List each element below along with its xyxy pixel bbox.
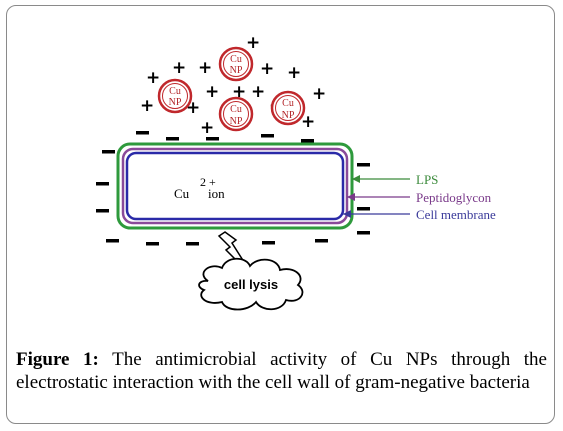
lps-callout: LPS — [352, 172, 438, 187]
cell-lysis-label: cell lysis — [224, 277, 278, 292]
plus-sign: + — [172, 58, 186, 78]
minus-sign — [261, 134, 274, 138]
np-label-bottom: NP — [230, 65, 243, 76]
arrow-head-icon — [352, 175, 360, 183]
minus-sign — [357, 163, 370, 167]
minus-sign — [357, 207, 370, 211]
plus-sign: + — [312, 84, 326, 104]
np-label-top: Cu — [230, 54, 242, 65]
minus-sign — [146, 242, 159, 246]
minus-sign — [301, 139, 314, 143]
np-label-bottom: NP — [282, 110, 295, 121]
minus-sign — [102, 150, 115, 154]
ion-charge: 2 + — [200, 175, 216, 189]
np-label-top: Cu — [282, 98, 294, 109]
caption-text: The antimicrobial activity of Cu NPs thr… — [16, 349, 547, 393]
figure-caption: Figure 1: The antimicrobial activity of … — [16, 348, 547, 394]
negative-charges — [96, 131, 370, 246]
np-label-bottom: NP — [169, 97, 182, 108]
minus-sign — [96, 209, 109, 213]
cell-membrane — [125, 151, 345, 221]
cu-nanoparticle: Cu NP — [270, 90, 306, 126]
figure-number: Figure 1: — [16, 349, 99, 370]
peptidoglycon-label: Peptidoglycon — [416, 190, 492, 205]
minus-sign — [136, 131, 149, 135]
cell-lysis-cloud: cell lysis — [198, 257, 304, 311]
outer-membrane-lps — [116, 142, 354, 230]
minus-sign — [186, 242, 199, 246]
minus-sign — [357, 231, 370, 235]
plus-sign: + — [246, 33, 260, 53]
cu-ion-label: 2 + Cu ion — [174, 175, 225, 201]
lps-label: LPS — [416, 172, 438, 187]
plus-sign: + — [140, 96, 154, 116]
plus-sign: + — [260, 59, 274, 79]
plus-sign: + — [287, 63, 301, 83]
cloud-icon — [198, 257, 304, 311]
cu-nanoparticle: Cu NP — [218, 96, 254, 132]
membrane-label: Cell membrane — [416, 207, 496, 222]
bacterial-cell — [116, 142, 354, 230]
np-label-bottom: NP — [230, 116, 243, 127]
ion-word: ion — [208, 186, 225, 201]
arrow-head-icon — [347, 193, 355, 201]
minus-sign — [315, 239, 328, 243]
minus-sign — [166, 137, 179, 141]
plus-sign: + — [198, 58, 212, 78]
cu-nanoparticle: Cu NP — [218, 46, 254, 82]
minus-sign — [106, 239, 119, 243]
np-label-top: Cu — [230, 104, 242, 115]
plus-sign: + — [301, 112, 315, 132]
peptidoglycon-callout: Peptidoglycon — [347, 190, 492, 205]
arrow-head-icon — [343, 210, 351, 218]
cu-nanoparticle: Cu NP — [157, 78, 193, 114]
plus-sign: + — [251, 82, 265, 102]
minus-sign — [96, 182, 109, 186]
plus-sign: + — [200, 118, 214, 138]
peptidoglycan-layer — [121, 147, 349, 225]
plus-sign: + — [146, 68, 160, 88]
figure-frame — [6, 5, 555, 424]
minus-sign — [206, 137, 219, 141]
membrane-callout: Cell membrane — [343, 207, 496, 222]
minus-sign — [262, 241, 275, 245]
np-label-top: Cu — [169, 86, 181, 97]
plus-sign: + — [205, 82, 219, 102]
ion-element: Cu — [174, 186, 190, 201]
